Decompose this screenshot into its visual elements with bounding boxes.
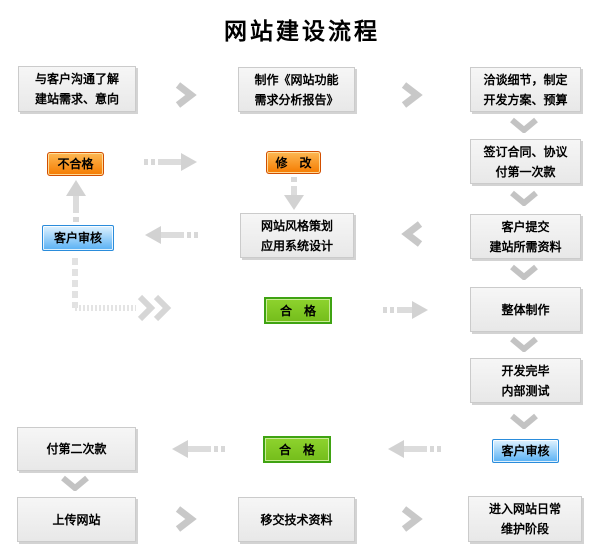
flow-node-unqualified: 不合格 [47,152,104,176]
chevron-down-icon [509,190,539,207]
node-text: 建站所需资料 [489,239,562,254]
dashed-arrow-down-icon [281,176,307,212]
flow-node-style-design: 网站风格策划 应用系统设计 [240,213,354,258]
node-text: 开发完毕 [501,363,550,378]
flow-node-contract: 签订合同、协议 付第一次款 [470,139,581,184]
flow-node-negotiate: 洽谈细节，制定 开发方案、预算 [470,67,581,112]
flow-node-production: 整体制作 [470,287,581,332]
flow-node-upload: 上传网站 [17,497,136,542]
chevron-down-icon [509,264,539,281]
node-text: 客户提交 [501,219,550,234]
node-text: 网站风格策划 [260,218,333,233]
node-text: 进入网站日常 [488,502,561,516]
flow-node-communicate: 与客户沟通了解 建站需求、意向 [18,66,136,112]
flow-node-report: 制作《网站功能 需求分析报告》 [238,67,355,112]
dashed-arrow-up-icon [64,179,88,223]
node-text: 应用系统设计 [260,238,333,253]
flow-node-client-review-2: 客户审核 [492,439,559,463]
node-text: 开发方案、预算 [483,92,568,107]
dashed-arrow-left-icon [387,440,441,458]
node-text: 建站需求、意向 [34,92,119,106]
dashed-arrow-left-icon [144,226,198,244]
dashed-arrow-left-icon [171,440,225,458]
chevron-right-icon [398,82,424,108]
node-text: 与客户沟通了解 [34,72,119,86]
node-text: 修 改 [275,155,312,170]
dashed-arrow-right-icon [383,301,429,319]
chevron-right-icon [398,506,424,532]
chevron-down-icon [509,413,539,430]
chevron-down-icon [509,336,539,353]
flow-node-submit: 客户提交 建站所需资料 [470,214,581,259]
flow-node-testing: 开发完毕 内部测试 [470,358,581,403]
node-text: 客户审核 [501,444,550,458]
flow-node-qualified-2: 合 格 [263,436,331,463]
node-text: 需求分析报告》 [254,92,339,107]
chevron-right-icon [172,82,198,108]
chevron-left-icon [400,221,426,247]
flow-node-payment-2: 付第二次款 [17,427,136,471]
node-text: 客户审核 [53,231,102,245]
dashed-arrow-right-icon [144,153,198,171]
page-title: 网站建设流程 [224,19,380,45]
node-text: 制作《网站功能 [254,72,339,87]
node-text: 维护阶段 [500,522,549,536]
node-text: 合 格 [279,303,316,318]
node-text: 上传网站 [52,512,101,527]
flow-node-handover: 移交技术资料 [238,497,355,542]
node-text: 整体制作 [501,302,550,317]
flow-node-qualified-1: 合 格 [264,297,332,324]
node-text: 洽谈细节，制定 [483,72,568,87]
node-text: 付第一次款 [495,164,556,179]
chevron-right-icon [172,506,198,532]
node-text: 移交技术资料 [260,512,333,527]
node-text: 签订合同、协议 [483,144,568,159]
flow-node-modify: 修 改 [266,151,321,174]
flow-node-client-review-1: 客户审核 [42,225,114,251]
node-text: 合 格 [278,442,315,457]
chevron-down-icon [509,117,539,134]
flow-node-maintenance: 进入网站日常 维护阶段 [468,496,582,542]
elbow-connector-icon [64,250,182,322]
node-text: 付第二次款 [46,442,107,456]
node-text: 内部测试 [501,383,550,398]
node-text: 不合格 [57,157,94,171]
chevron-down-icon [60,475,90,492]
